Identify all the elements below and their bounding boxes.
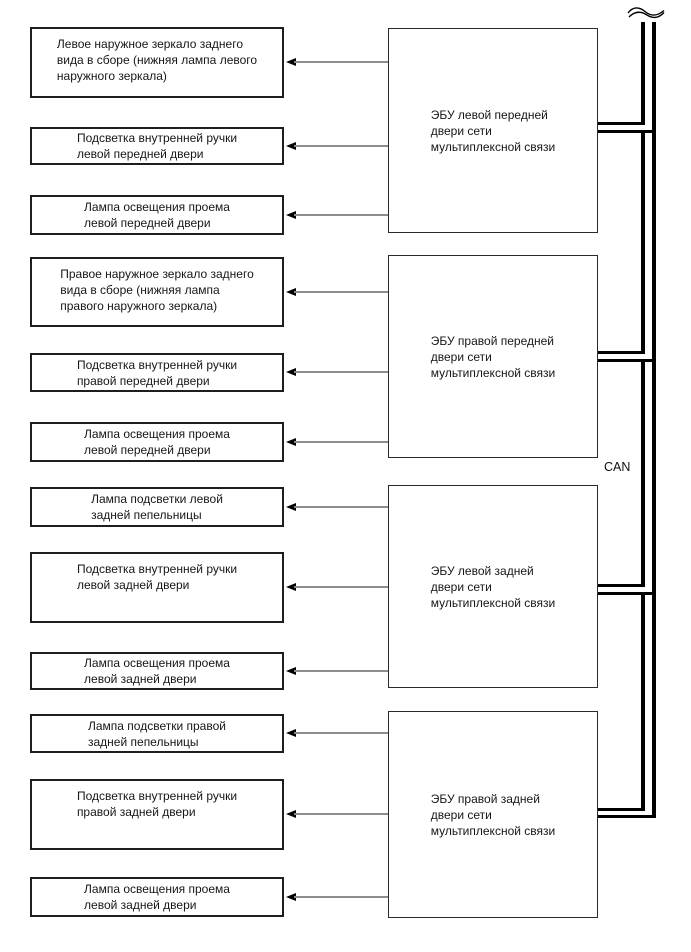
- arrow-left-icon: [286, 810, 296, 818]
- signal-arrow: [286, 503, 388, 511]
- component-label: Подсветка внутренней ручки левой передне…: [76, 131, 238, 161]
- component-box: Подсветка внутренней ручки правой передн…: [30, 353, 284, 392]
- arrow-shaft: [294, 371, 388, 373]
- component-label: Подсветка внутренней ручки правой задней…: [76, 789, 238, 819]
- signal-arrow: [286, 729, 388, 737]
- ecu-box-rear-right: ЭБУ правой задней двери сети мультиплекс…: [388, 711, 598, 918]
- component-label: Подсветка внутренней ручки левой задней …: [76, 562, 238, 592]
- component-box: Подсветка внутренней ручки правой задней…: [30, 779, 284, 850]
- arrow-shaft: [294, 441, 388, 443]
- arrow-shaft: [294, 506, 388, 508]
- bus-junction-gap: [641, 125, 645, 130]
- signal-arrow: [286, 438, 388, 446]
- component-box: Лампа подсветки левой задней пепельницы: [30, 487, 284, 527]
- can-tap-wire-upper: [598, 584, 645, 587]
- can-tap-wire-lower: [598, 815, 656, 818]
- arrow-shaft: [294, 145, 388, 147]
- arrow-shaft: [294, 214, 388, 216]
- arrow-left-icon: [286, 438, 296, 446]
- can-tap-wire-lower: [598, 359, 656, 362]
- wire-break-squiggle-icon: [627, 7, 665, 19]
- ecu-label: ЭБУ правой передней двери сети мультипле…: [430, 333, 556, 380]
- component-box: Подсветка внутренней ручки левой задней …: [30, 552, 284, 623]
- can-tap-wire-lower: [598, 592, 656, 595]
- signal-arrow: [286, 667, 388, 675]
- can-tap-wire-lower: [598, 130, 656, 133]
- component-label: Лампа освещения проема левой передней дв…: [84, 200, 230, 230]
- ecu-box-front-left: ЭБУ левой передней двери сети мультиплек…: [388, 28, 598, 233]
- can-bus-line-right: [652, 22, 656, 818]
- arrow-left-icon: [286, 729, 296, 737]
- ecu-box-front-right: ЭБУ правой передней двери сети мультипле…: [388, 255, 598, 458]
- ecu-box-rear-left: ЭБУ левой задней двери сети мультиплексн…: [388, 485, 598, 688]
- arrow-shaft: [294, 586, 388, 588]
- ecu-label: ЭБУ правой задней двери сети мультиплекс…: [430, 791, 556, 838]
- arrow-left-icon: [286, 288, 296, 296]
- arrow-shaft: [294, 732, 388, 734]
- component-box: Правое наружное зеркало заднего вида в с…: [30, 257, 284, 327]
- signal-arrow: [286, 583, 388, 591]
- arrow-shaft: [294, 896, 388, 898]
- signal-arrow: [286, 142, 388, 150]
- arrow-left-icon: [286, 503, 296, 511]
- signal-arrow: [286, 58, 388, 66]
- arrow-shaft: [294, 813, 388, 815]
- component-label: Правое наружное зеркало заднего вида в с…: [60, 267, 254, 313]
- component-box: Подсветка внутренней ручки левой передне…: [30, 127, 284, 165]
- component-label: Лампа освещения проема левой задней двер…: [84, 656, 230, 686]
- bus-junction-gap: [641, 354, 645, 359]
- signal-arrow: [286, 893, 388, 901]
- component-label: Лампа подсветки правой задней пепельницы: [88, 718, 226, 749]
- arrow-left-icon: [286, 893, 296, 901]
- component-label: Подсветка внутренней ручки правой передн…: [76, 357, 238, 388]
- arrow-left-icon: [286, 667, 296, 675]
- component-label: Лампа подсветки левой задней пепельницы: [91, 492, 223, 522]
- arrow-left-icon: [286, 583, 296, 591]
- signal-arrow: [286, 288, 388, 296]
- signal-arrow: [286, 810, 388, 818]
- ecu-label: ЭБУ левой передней двери сети мультиплек…: [430, 107, 556, 154]
- arrow-left-icon: [286, 58, 296, 66]
- arrow-shaft: [294, 291, 388, 293]
- component-box: Лампа освещения проема левой задней двер…: [30, 877, 284, 917]
- bus-junction-gap: [641, 587, 645, 592]
- component-box: Лампа подсветки правой задней пепельницы: [30, 714, 284, 753]
- signal-arrow: [286, 368, 388, 376]
- can-tap-wire-upper: [598, 122, 645, 125]
- component-box: Лампа освещения проема левой передней дв…: [30, 422, 284, 462]
- can-tap-wire-upper: [598, 351, 645, 354]
- component-label: Левое наружное зеркало заднего вида в сб…: [56, 37, 258, 83]
- can-tap-wire-upper: [598, 808, 645, 811]
- component-label: Лампа освещения проема левой задней двер…: [84, 882, 230, 912]
- can-bus-label: CAN: [604, 460, 631, 474]
- component-label: Лампа освещения проема левой передней дв…: [84, 427, 230, 457]
- component-box: Лампа освещения проема левой передней дв…: [30, 195, 284, 235]
- arrow-shaft: [294, 670, 388, 672]
- ecu-label: ЭБУ левой задней двери сети мультиплексн…: [430, 563, 556, 610]
- arrow-left-icon: [286, 142, 296, 150]
- arrow-shaft: [294, 61, 388, 63]
- can-bus-line-left: [641, 22, 645, 811]
- component-box: Лампа освещения проема левой задней двер…: [30, 652, 284, 690]
- arrow-left-icon: [286, 211, 296, 219]
- signal-arrow: [286, 211, 388, 219]
- arrow-left-icon: [286, 368, 296, 376]
- component-box: Левое наружное зеркало заднего вида в сб…: [30, 27, 284, 98]
